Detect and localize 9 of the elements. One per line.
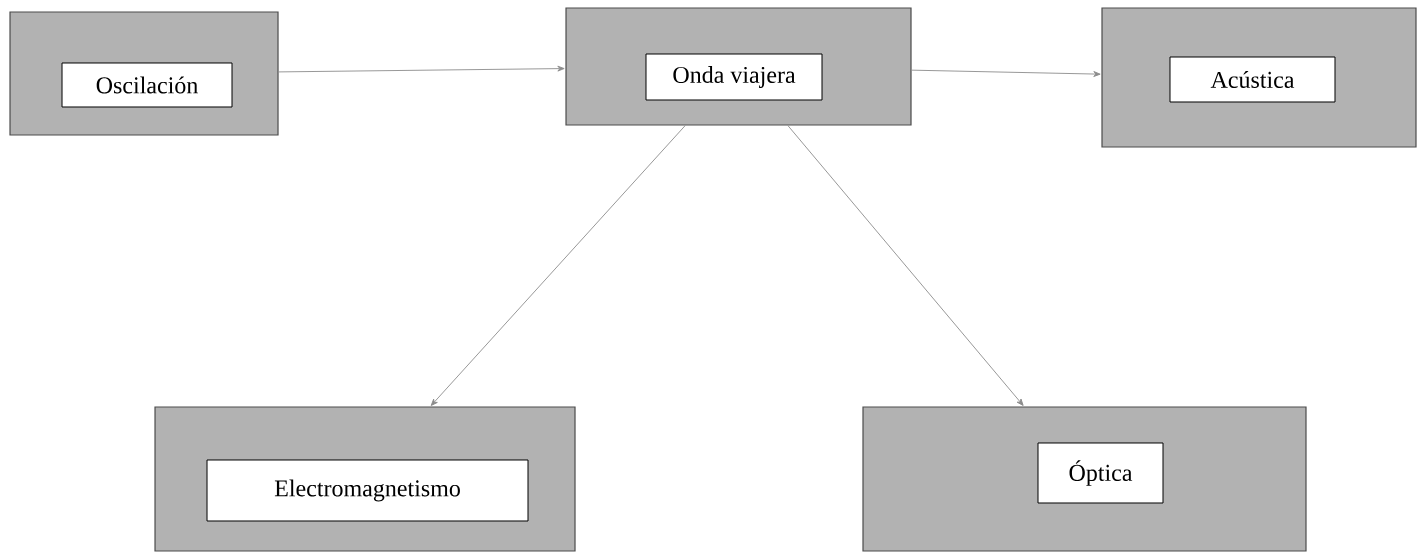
arrow: [911, 69, 1101, 77]
arrow: [787, 125, 1024, 406]
arrow: [430, 125, 686, 406]
concept-box: Electromagnetismo: [154, 406, 576, 552]
concept-box: Acústica: [1101, 7, 1417, 148]
concept-box: Onda viajera: [565, 7, 912, 126]
arrow: [278, 65, 565, 73]
concept-box: Oscilación: [9, 11, 279, 136]
concept-box: Óptica: [862, 406, 1307, 552]
